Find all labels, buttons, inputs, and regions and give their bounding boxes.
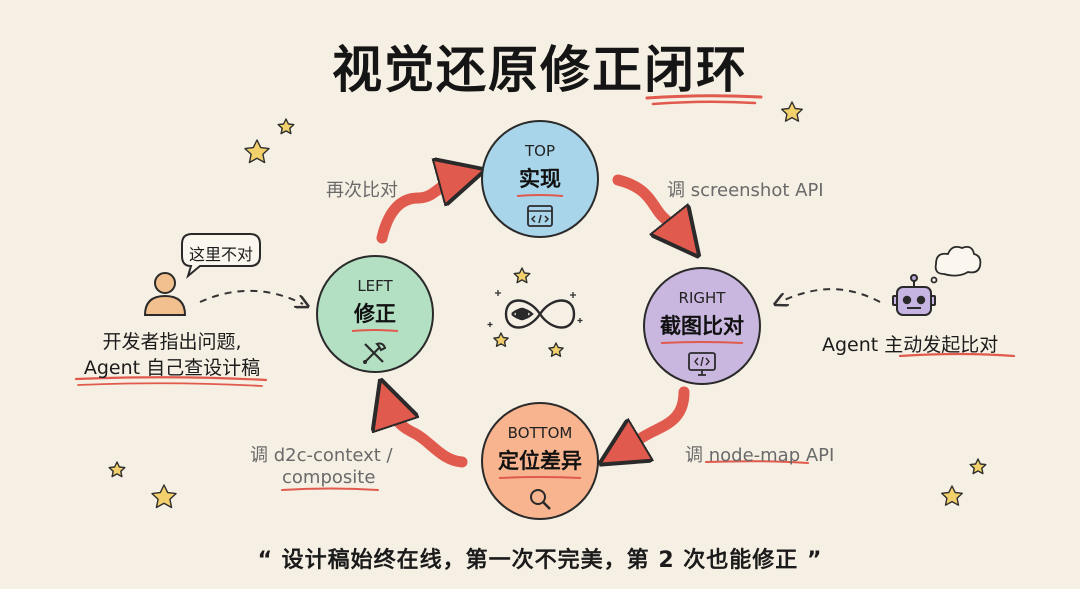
dashed-arrow-developer xyxy=(199,289,303,304)
node-left-title: 修正 xyxy=(354,302,396,326)
edge-label-bottom-to-left-2: composite xyxy=(282,467,376,488)
developer-caption-line1: 开发者指出问题, xyxy=(102,331,242,353)
dashed-arrow-agent xyxy=(780,288,881,302)
developer-caption-line2: Agent 自己查设计稿 xyxy=(83,357,261,379)
bottom-quote: “ 设计稿始终在线，第一次不完美，第 2 次也能修正 ” xyxy=(257,548,823,573)
edge-label-top-to-right: 调 screenshot API xyxy=(667,180,824,201)
star-icon xyxy=(781,101,803,122)
title-underline xyxy=(645,94,763,106)
page-title: 视觉还原修正闭环 xyxy=(332,41,748,99)
agent-caption: Agent 主动发起比对 xyxy=(822,334,999,356)
node-bottom-position: BOTTOM xyxy=(507,424,573,442)
node-top: TOP 实现 xyxy=(481,120,599,238)
node-bottom: BOTTOM 定位差异 xyxy=(481,402,599,520)
node-top-position: TOP xyxy=(524,142,555,160)
thought-cloud-icon xyxy=(930,245,982,284)
node-right-title: 截图比对 xyxy=(660,314,744,338)
star-icon xyxy=(151,484,177,509)
node-left-position: LEFT xyxy=(357,277,393,295)
code-window-icon xyxy=(527,205,553,227)
star-icon xyxy=(244,139,270,164)
arrow-left-to-top xyxy=(376,176,462,244)
arrow-top-to-right xyxy=(612,174,684,238)
star-icon xyxy=(277,118,295,135)
arrow-bottom-to-left xyxy=(388,402,468,468)
magnifier-icon xyxy=(530,489,551,510)
monitor-code-icon xyxy=(688,352,716,376)
node-top-title: 实现 xyxy=(519,167,561,191)
star-icon xyxy=(513,267,531,284)
edge-label-right-to-bottom: 调 node-map API xyxy=(685,445,835,466)
infinity-eye-icon xyxy=(504,299,576,329)
edge-label-left-to-top: 再次比对 xyxy=(326,180,398,201)
developer-icon xyxy=(143,272,187,316)
tools-icon xyxy=(363,342,387,364)
node-right-position: RIGHT xyxy=(678,289,726,307)
node-right: RIGHT 截图比对 xyxy=(643,267,761,385)
speech-bubble-text: 这里不对 xyxy=(189,245,254,264)
speech-bubble xyxy=(181,233,261,279)
robot-icon xyxy=(892,274,936,316)
node-bottom-title: 定位差异 xyxy=(498,449,582,473)
node-left: LEFT 修正 xyxy=(316,255,434,373)
edge-label-bottom-to-left-1: 调 d2c-context / xyxy=(250,445,393,466)
star-icon xyxy=(969,458,987,475)
star-icon xyxy=(493,332,509,347)
star-icon xyxy=(941,485,963,506)
star-icon xyxy=(548,342,564,357)
star-icon xyxy=(108,461,126,478)
arrow-right-to-bottom xyxy=(620,386,690,452)
